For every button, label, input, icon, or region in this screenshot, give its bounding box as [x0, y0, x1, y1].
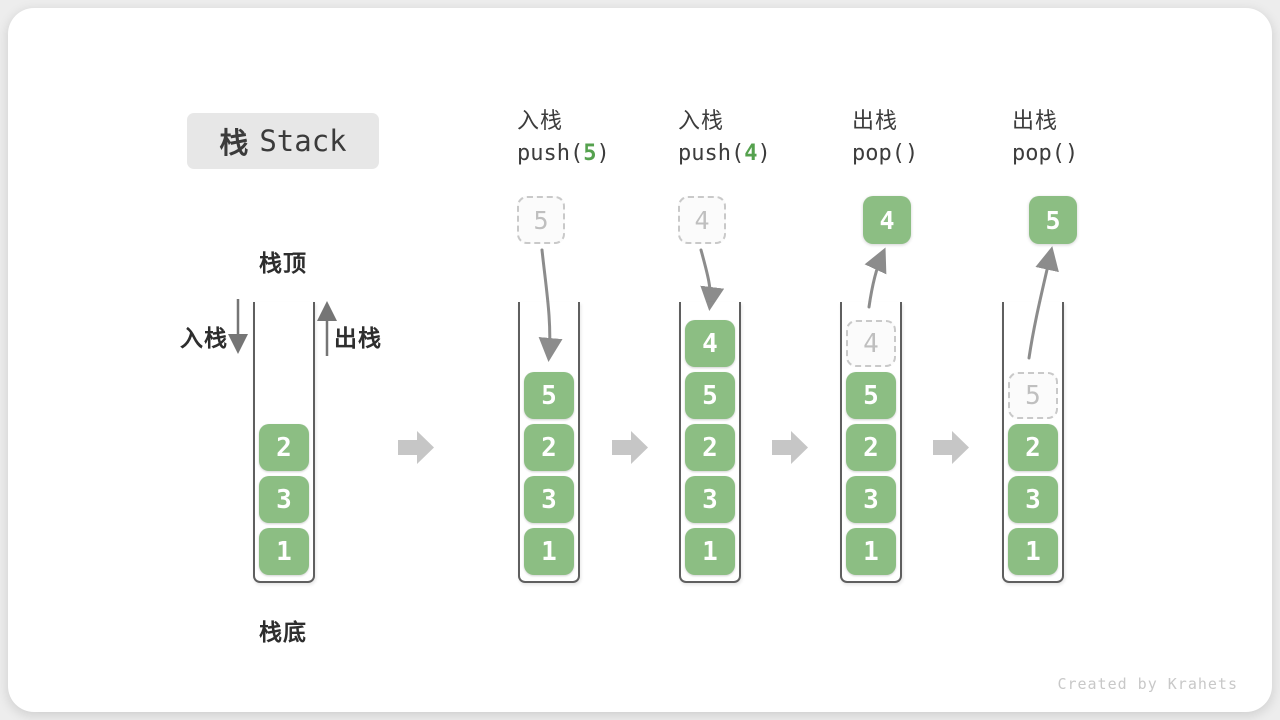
- stack-container-initial: 2 3 1: [253, 302, 315, 583]
- op-code-text: ): [596, 141, 610, 166]
- stack-bottom-label: 栈底: [259, 619, 307, 645]
- push-side-label: 入栈: [180, 325, 228, 351]
- stack-block: 2: [524, 424, 574, 471]
- stack-block: 4: [685, 320, 735, 367]
- stack-block: 2: [259, 424, 309, 471]
- stack-block: 2: [685, 424, 735, 471]
- stack-block: 3: [685, 476, 735, 523]
- ghost-block: 5: [1008, 372, 1058, 419]
- op-arg-value: 5: [583, 141, 597, 166]
- op-code-text: pop(): [852, 141, 919, 166]
- stack-top-label: 栈顶: [259, 250, 307, 276]
- watermark: Created by Krahets: [1057, 675, 1238, 693]
- stack-block: 1: [524, 528, 574, 575]
- stack-block: 3: [259, 476, 309, 523]
- op-label-push-4: 入栈 push(4): [678, 106, 771, 171]
- op-label-pop-4: 出栈 pop(): [852, 106, 918, 171]
- op-label-code: pop(): [852, 136, 918, 171]
- op-label-cjk: 出栈: [1012, 108, 1059, 133]
- stack-container-push-5: 5 2 3 1: [518, 302, 580, 583]
- op-code-text: push(: [517, 141, 584, 166]
- op-arg-value: 4: [744, 141, 758, 166]
- op-code-text: pop(): [1012, 141, 1079, 166]
- stack-block: 1: [685, 528, 735, 575]
- floating-block-pop-5: 5: [1029, 196, 1077, 244]
- stack-block: 2: [846, 424, 896, 471]
- ghost-block: 4: [846, 320, 896, 367]
- stack-container-push-4: 4 5 2 3 1: [679, 302, 741, 583]
- floating-block-push-5: 5: [517, 196, 565, 244]
- stack-block: 3: [524, 476, 574, 523]
- stack-block: 1: [1008, 528, 1058, 575]
- stack-block: 3: [846, 476, 896, 523]
- title-en: Stack: [259, 124, 347, 158]
- op-label-push-5: 入栈 push(5): [517, 106, 610, 171]
- op-label-code: push(5): [517, 136, 610, 171]
- op-label-cjk: 出栈: [852, 108, 899, 133]
- op-label-cjk: 入栈: [517, 108, 564, 133]
- stack-block: 5: [846, 372, 896, 419]
- op-code-text: ): [757, 141, 771, 166]
- title-box: 栈 Stack: [187, 113, 379, 169]
- stack-block: 2: [1008, 424, 1058, 471]
- stack-container-pop-5: 5 2 3 1: [1002, 302, 1064, 583]
- stack-container-pop-4: 4 5 2 3 1: [840, 302, 902, 583]
- stack-block: 1: [846, 528, 896, 575]
- stack-block: 5: [685, 372, 735, 419]
- stack-block: 3: [1008, 476, 1058, 523]
- stack-block: 1: [259, 528, 309, 575]
- floating-block-push-4: 4: [678, 196, 726, 244]
- op-label-code: push(4): [678, 136, 771, 171]
- pop-side-label: 出栈: [334, 325, 382, 351]
- op-label-code: pop(): [1012, 136, 1078, 171]
- floating-block-pop-4: 4: [863, 196, 911, 244]
- op-code-text: push(: [678, 141, 745, 166]
- stack-block: 5: [524, 372, 574, 419]
- op-label-pop-5: 出栈 pop(): [1012, 106, 1078, 171]
- op-label-cjk: 入栈: [678, 108, 725, 133]
- title-zh: 栈: [219, 128, 249, 160]
